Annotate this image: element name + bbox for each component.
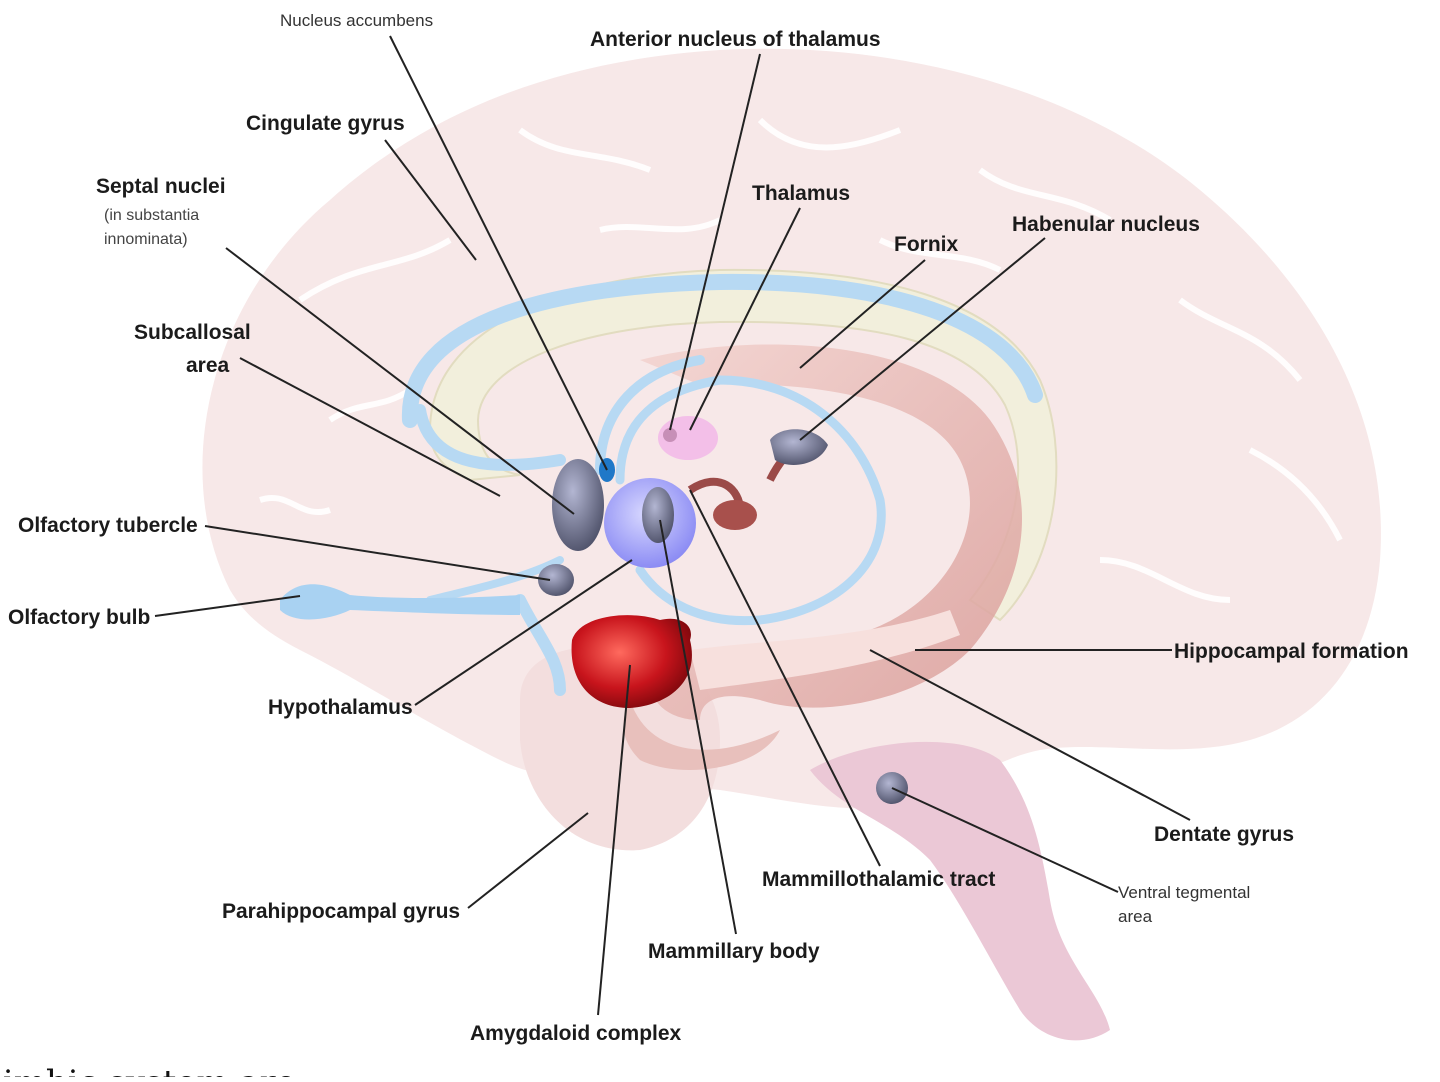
- olfactory-tubercle-shape: [538, 564, 574, 596]
- label-olfactory-bulb: Olfactory bulb: [8, 606, 150, 629]
- label-septal-note-2: innominata): [104, 231, 188, 248]
- labels: Nucleus accumbens Anterior nucleus of th…: [8, 11, 1409, 1045]
- anterior-nucleus-shape: [663, 428, 677, 442]
- label-nucleus-accumbens: Nucleus accumbens: [280, 11, 433, 30]
- leader-lines: [154, 35, 1191, 1016]
- habenular-nucleus-shape: [770, 429, 828, 465]
- label-fornix: Fornix: [894, 233, 958, 256]
- label-olfactory-tubercle: Olfactory tubercle: [18, 514, 198, 537]
- label-thalamus: Thalamus: [752, 182, 850, 205]
- olfactory-bulb-shape: [280, 584, 520, 620]
- label-subcallosal-2: area: [186, 354, 230, 377]
- label-septal-nuclei: Septal nuclei: [96, 175, 226, 198]
- septal-nuclei-shape: [552, 459, 604, 551]
- amygdaloid-complex-shape: [571, 615, 692, 708]
- label-habenular-nucleus: Habenular nucleus: [1012, 213, 1200, 236]
- label-dentate-gyrus: Dentate gyrus: [1154, 823, 1294, 846]
- label-mammillary-body: Mammillary body: [648, 940, 820, 963]
- label-ventral-tegmental-1: Ventral tegmental: [1118, 883, 1250, 902]
- thalamus-shape: [658, 416, 718, 460]
- label-hippocampal-formation: Hippocampal formation: [1174, 640, 1409, 663]
- label-anterior-nucleus-thalamus: Anterior nucleus of thalamus: [590, 28, 881, 51]
- label-mammillothalamic-tract: Mammillothalamic tract: [762, 868, 995, 891]
- brainstem: [810, 741, 1110, 1041]
- label-hypothalamus: Hypothalamus: [268, 696, 413, 719]
- label-cingulate-gyrus: Cingulate gyrus: [246, 112, 405, 135]
- brain-outline: [202, 48, 1381, 809]
- label-amygdaloid-complex: Amygdaloid complex: [470, 1022, 682, 1045]
- label-subcallosal-1: Subcallosal: [134, 321, 251, 344]
- label-ventral-tegmental-2: area: [1118, 907, 1153, 926]
- hippocampus-tail: [623, 700, 780, 770]
- mammillary-body-shape: [642, 487, 674, 543]
- caption-fragment: limbic system are: [0, 1063, 296, 1077]
- label-septal-note-1: (in substantia: [104, 207, 199, 224]
- habenular-red-shape: [713, 500, 757, 530]
- label-parahippocampal-gyrus: Parahippocampal gyrus: [222, 900, 460, 923]
- fornix-shape: [401, 273, 1043, 696]
- hippocampus-lower: [690, 610, 960, 690]
